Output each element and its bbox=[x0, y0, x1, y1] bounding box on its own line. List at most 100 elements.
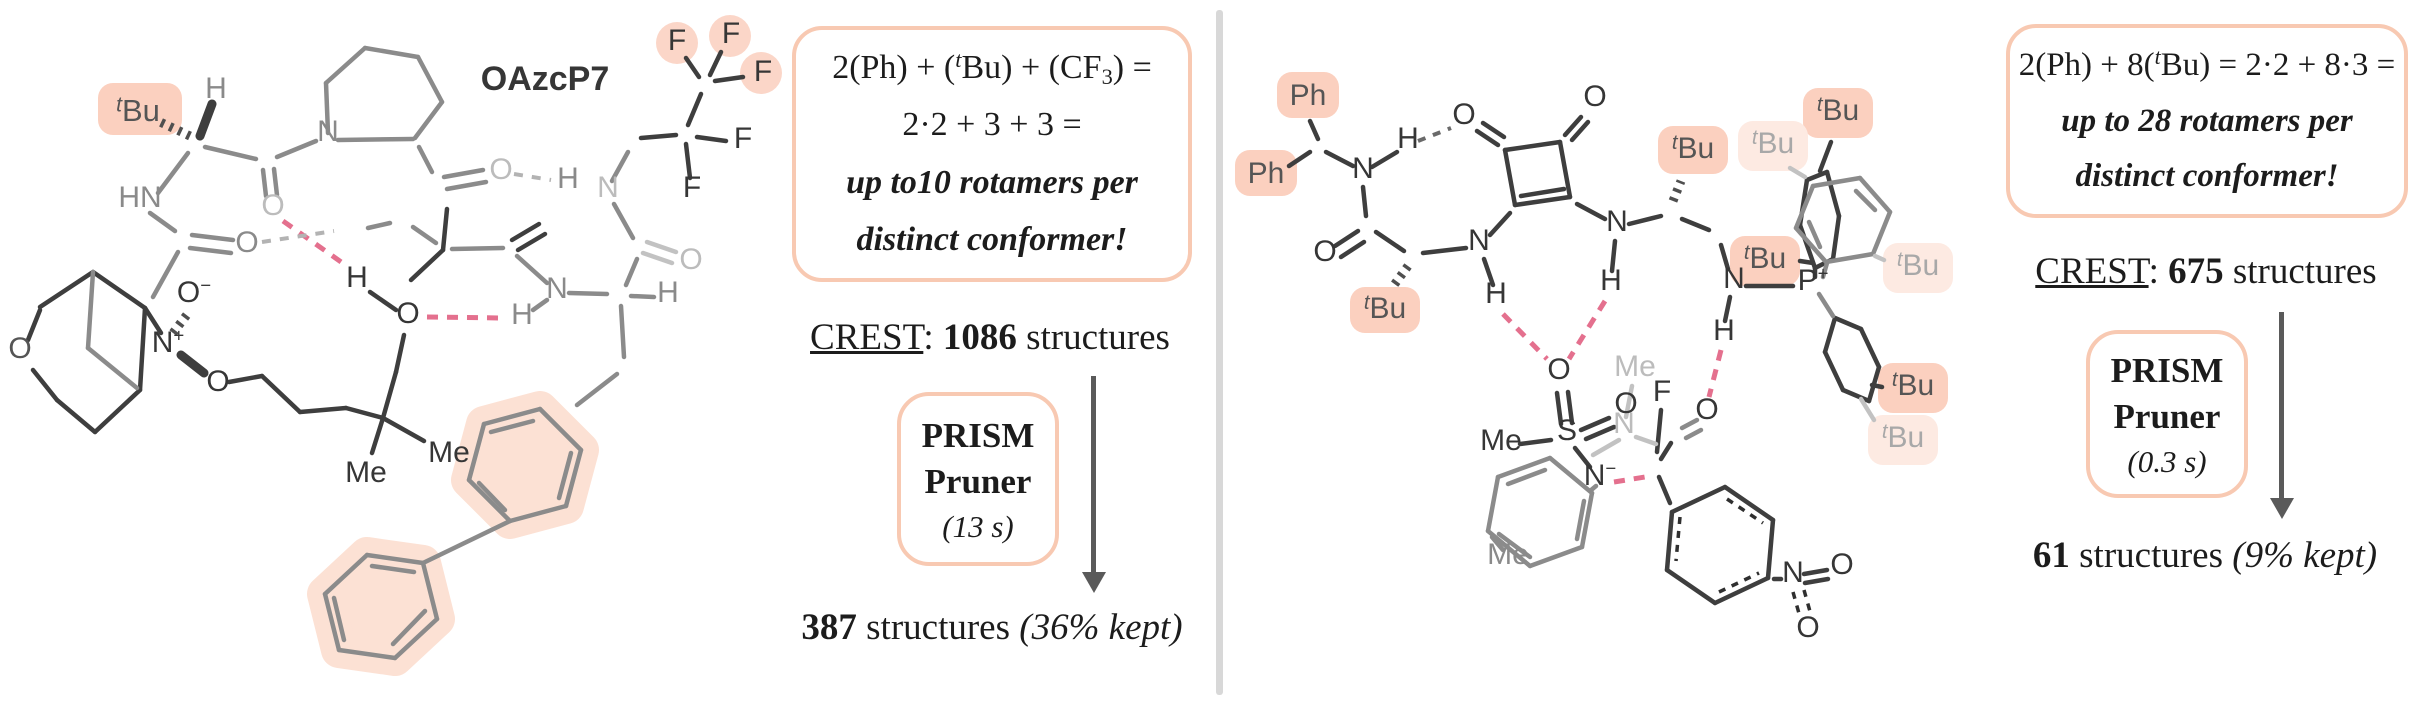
atom-label-F: F bbox=[683, 171, 701, 204]
pruner-title: PRISM bbox=[921, 416, 1035, 455]
callout-line: distinct conformer! bbox=[2075, 158, 2339, 195]
bond bbox=[1613, 474, 1646, 485]
bond bbox=[412, 99, 445, 141]
group-highlight-pill bbox=[98, 83, 182, 135]
bond bbox=[1718, 571, 1760, 594]
bond bbox=[137, 305, 148, 393]
atom-label-H: H bbox=[511, 298, 533, 331]
bond bbox=[449, 245, 506, 252]
bond bbox=[1505, 467, 1548, 487]
bond bbox=[1791, 591, 1802, 618]
bond bbox=[1683, 427, 1704, 441]
bond bbox=[1820, 260, 1830, 280]
bond bbox=[1547, 455, 1595, 496]
group-highlight-pill bbox=[1235, 150, 1297, 196]
bond bbox=[142, 305, 164, 336]
atom-label-N: N+ bbox=[152, 325, 185, 360]
bond bbox=[1566, 299, 1608, 361]
bond bbox=[195, 99, 217, 141]
bond bbox=[481, 406, 543, 427]
bond bbox=[1565, 389, 1575, 426]
bond bbox=[440, 206, 450, 253]
bond bbox=[37, 269, 96, 310]
bond bbox=[176, 350, 209, 378]
bond bbox=[1674, 516, 1682, 562]
atom-label-O: O bbox=[235, 226, 258, 259]
atom-label-N: N bbox=[317, 115, 339, 148]
atom-label-Bu: tBu bbox=[1364, 292, 1406, 325]
bond bbox=[530, 297, 550, 313]
bond bbox=[390, 608, 428, 647]
prism-pruner-box-left: PRISM Pruner (13 s) bbox=[897, 392, 1059, 566]
bond bbox=[1824, 169, 1842, 219]
bond bbox=[1417, 126, 1452, 143]
down-arrow-icon bbox=[1081, 376, 1106, 593]
bond bbox=[415, 54, 445, 105]
bond bbox=[683, 55, 702, 80]
bond bbox=[1626, 213, 1664, 227]
atom-label-Me: Me bbox=[1487, 538, 1529, 571]
bond bbox=[1390, 263, 1412, 288]
bond bbox=[640, 250, 675, 266]
atom-label-O: O bbox=[1796, 611, 1819, 644]
bond bbox=[1668, 179, 1686, 203]
bond bbox=[1802, 589, 1813, 616]
atom-label-P: P+ bbox=[1798, 263, 1829, 298]
bond bbox=[1502, 139, 1563, 153]
bond bbox=[1656, 474, 1673, 506]
group-highlight-pill bbox=[1350, 287, 1420, 333]
group-highlight-pill bbox=[1730, 236, 1800, 286]
bond bbox=[1679, 417, 1700, 431]
atom-label-O: O bbox=[679, 243, 702, 276]
atom-label-N: N bbox=[546, 272, 568, 305]
panel-divider bbox=[1216, 10, 1223, 695]
bond bbox=[488, 418, 536, 435]
bond bbox=[1654, 407, 1664, 455]
atom-label-HN: HN bbox=[118, 181, 161, 214]
atom-label-O: O bbox=[1583, 80, 1606, 113]
atom-label-N: N bbox=[1606, 205, 1628, 238]
bond bbox=[466, 477, 513, 524]
bond bbox=[1501, 312, 1549, 361]
atom-label-Bu: tBu bbox=[1744, 242, 1786, 275]
atom-label-H: H bbox=[1485, 277, 1507, 310]
callout-line: up to 28 rotamers per bbox=[2061, 102, 2353, 139]
bond bbox=[566, 290, 610, 297]
bond bbox=[90, 269, 148, 311]
bond bbox=[563, 447, 584, 509]
bond bbox=[155, 150, 191, 196]
bond bbox=[169, 309, 193, 336]
bond bbox=[537, 406, 584, 453]
bond bbox=[1590, 437, 1622, 458]
bond bbox=[1502, 147, 1518, 208]
bond bbox=[1623, 383, 1635, 420]
bond bbox=[466, 421, 487, 483]
bond bbox=[683, 141, 693, 181]
atom-label-F: F bbox=[734, 122, 752, 155]
atom-label-N: N bbox=[1613, 407, 1635, 440]
bond bbox=[260, 167, 269, 199]
atom-label-O: O bbox=[8, 332, 31, 365]
bond bbox=[410, 224, 439, 246]
bond bbox=[1554, 390, 1564, 427]
bond bbox=[420, 518, 513, 566]
bond bbox=[261, 229, 335, 244]
bond bbox=[380, 415, 427, 444]
bond bbox=[226, 373, 265, 385]
bond bbox=[609, 149, 631, 184]
bond bbox=[1496, 531, 1533, 560]
bond bbox=[1480, 120, 1507, 140]
bond bbox=[85, 269, 96, 351]
bond bbox=[322, 552, 370, 597]
bond bbox=[365, 220, 393, 231]
bond bbox=[1822, 349, 1846, 393]
bond bbox=[1816, 291, 1836, 319]
bond bbox=[574, 371, 620, 408]
bond bbox=[441, 167, 486, 180]
bond bbox=[1574, 201, 1608, 222]
bond bbox=[322, 591, 342, 653]
bond bbox=[367, 289, 399, 313]
bond bbox=[1512, 194, 1573, 208]
